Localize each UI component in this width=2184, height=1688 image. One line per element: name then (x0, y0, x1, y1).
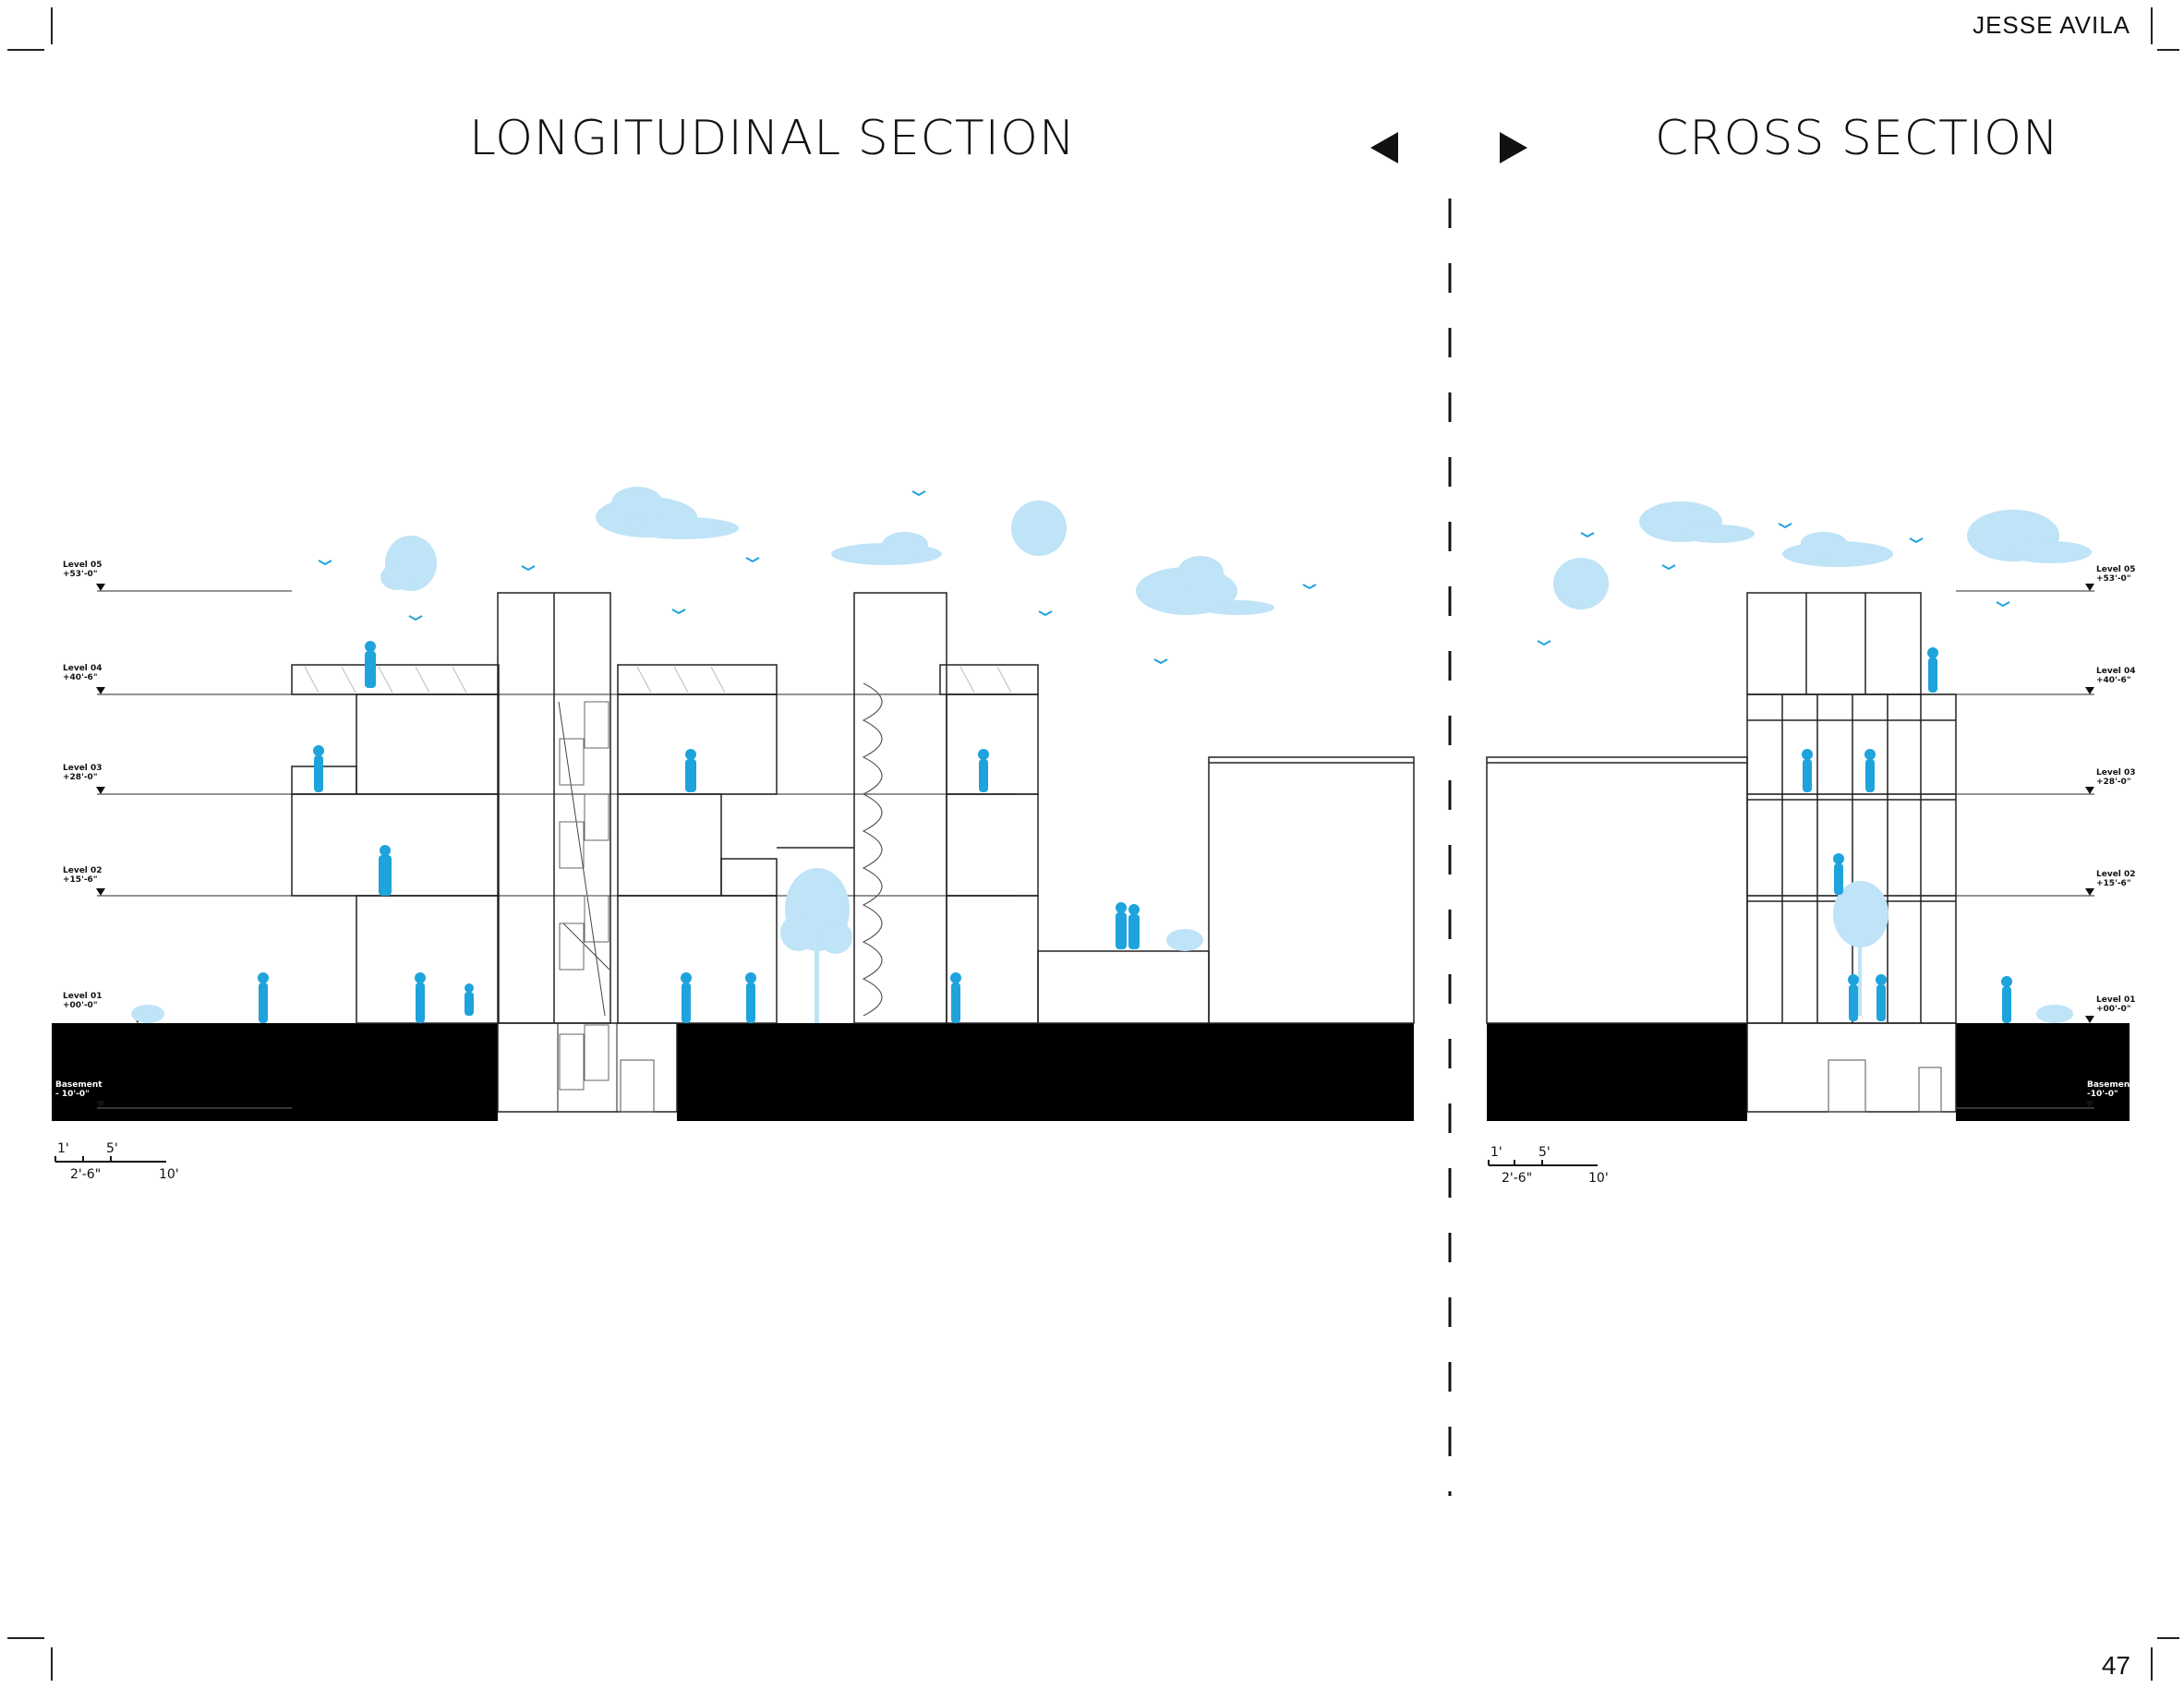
level-03-label: Level 03+28'-0" (63, 764, 103, 782)
scale-1ft-right: 1' (1490, 1145, 1502, 1160)
clouds (1553, 501, 2092, 609)
prev-section-button[interactable] (1363, 127, 1406, 169)
scale-2ft6-right: 2'-6" (1502, 1171, 1533, 1186)
scale-5ft: 5' (106, 1141, 118, 1156)
birds (318, 490, 1317, 665)
triangle-left-icon (1370, 132, 1398, 163)
scale-10ft-right: 10' (1588, 1171, 1609, 1186)
level-04-label-right: Level 04+40'-6" (2096, 667, 2136, 685)
scale-10ft: 10' (159, 1167, 179, 1182)
scale-1ft: 1' (57, 1141, 69, 1156)
level-04-label: Level 04+40'-6" (63, 664, 103, 682)
scale-2ft6: 2'-6" (70, 1167, 102, 1182)
people (258, 641, 1140, 1023)
level-05-label-right: Level 05+53'-0" (2096, 565, 2136, 584)
basement-label: Basement- 10'-0" (55, 1080, 103, 1099)
page-number: 47 (2101, 1651, 2130, 1680)
level-02-label: Level 02+15'-6" (63, 866, 103, 885)
basement-label-right: Basement-10'-0" (2087, 1080, 2134, 1099)
level-01-label: Level 01+00'-0" (63, 992, 103, 1010)
cross-section-title: CROSS SECTION (1655, 111, 2060, 166)
next-section-button[interactable] (1492, 127, 1535, 169)
level-05-label: Level 05+53'-0" (63, 561, 103, 579)
level-01-label-right: Level 01+00'-0" (2096, 995, 2136, 1014)
longitudinal-section-title: LONGITUDINAL SECTION (469, 111, 1076, 166)
level-03-label-right: Level 03+28'-0" (2096, 768, 2136, 787)
clouds (380, 487, 1274, 615)
triangle-right-icon (1500, 132, 1527, 163)
scale-5ft-right: 5' (1538, 1145, 1551, 1160)
author-name: JESSE AVILA (1973, 11, 2130, 39)
tree (780, 868, 852, 1023)
level-02-label-right: Level 02+15'-6" (2096, 870, 2136, 888)
